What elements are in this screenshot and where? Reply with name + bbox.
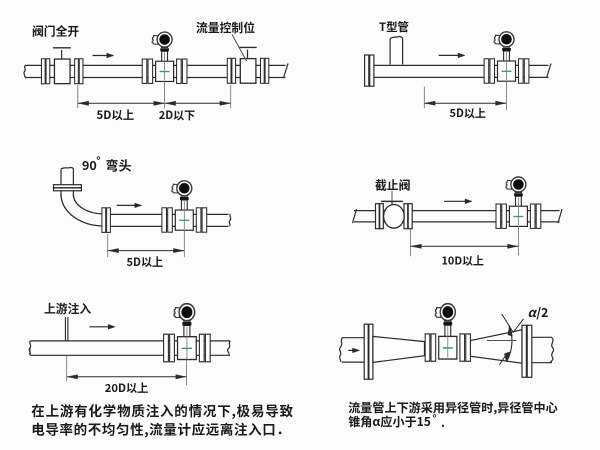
svg-text:上游注入: 上游注入 xyxy=(44,300,91,317)
svg-text:10D以上: 10D以上 xyxy=(442,252,485,268)
svg-text:°: ° xyxy=(433,410,437,425)
svg-text:90: 90 xyxy=(82,155,97,174)
svg-text:α: α xyxy=(528,302,538,321)
svg-text:T型管: T型管 xyxy=(379,19,409,35)
svg-text:截止阀: 截止阀 xyxy=(375,176,411,193)
svg-text:2D以下: 2D以下 xyxy=(159,107,195,123)
svg-text:/2: /2 xyxy=(536,302,548,321)
svg-text:锥角α应小于15: 锥角α应小于15 xyxy=(348,413,431,430)
svg-text:20D以上: 20D以上 xyxy=(105,380,149,396)
svg-text:电导率的不均匀性,流量计应远离注入口．: 电导率的不均匀性,流量计应远离注入口． xyxy=(31,418,290,438)
svg-text:.: . xyxy=(441,412,445,431)
svg-text:阀门全开: 阀门全开 xyxy=(32,22,79,39)
svg-text:流量控制位: 流量控制位 xyxy=(196,19,255,36)
svg-text:°: ° xyxy=(96,154,100,169)
svg-text:5D以上: 5D以上 xyxy=(450,105,486,121)
svg-text:弯头: 弯头 xyxy=(106,155,132,174)
svg-text:在上游有化学物质注入的情况下,极易导致: 在上游有化学物质注入的情况下,极易导致 xyxy=(31,400,294,420)
svg-text:5D以上: 5D以上 xyxy=(97,107,135,123)
svg-text:5D以上: 5D以上 xyxy=(127,254,164,270)
svg-text:流量管上下游采用异径管时,异径管中心: 流量管上下游采用异径管时,异径管中心 xyxy=(348,399,558,416)
